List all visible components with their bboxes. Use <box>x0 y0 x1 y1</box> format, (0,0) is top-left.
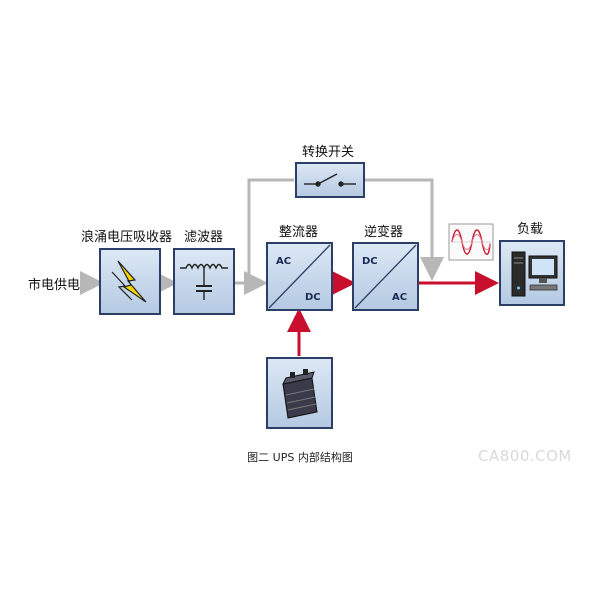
load-label: 负载 <box>517 222 544 237</box>
transfer-switch-label: 转换开关 <box>302 145 355 160</box>
rectifier-block: AC DC <box>266 242 333 311</box>
inductor-capacitor-icon <box>180 263 228 300</box>
surge-absorber-label: 浪涌电压吸收器 <box>81 230 173 245</box>
figure-caption: 图二 UPS 内部结构图 <box>247 451 353 464</box>
surge-absorber-block <box>99 248 161 315</box>
power-path <box>287 271 499 356</box>
line-bypass-right <box>365 178 444 281</box>
load-block <box>499 240 565 306</box>
rectifier-output-label: DC <box>305 292 321 303</box>
gray-lines <box>80 178 444 295</box>
sine-wave-icon <box>448 223 494 261</box>
filter-label: 滤波器 <box>184 230 224 245</box>
mains-input-label: 市电供电 <box>28 278 81 293</box>
rectifier-input-label: AC <box>276 256 291 267</box>
transfer-switch-block <box>295 162 365 198</box>
battery-block <box>266 357 333 429</box>
inverter-input-label: DC <box>362 256 378 267</box>
rectifier-label: 整流器 <box>279 225 319 240</box>
inverter-block: DC AC <box>352 242 419 311</box>
inverter-label: 逆变器 <box>364 225 404 240</box>
switch-icon <box>304 173 356 187</box>
watermark: CA800.COM <box>478 447 572 465</box>
lightning-icon <box>111 260 147 303</box>
battery-icon <box>282 369 318 419</box>
computer-icon <box>511 251 558 297</box>
inverter-output-label: AC <box>392 292 407 303</box>
line-bypass-left <box>247 178 294 283</box>
filter-block <box>173 248 235 315</box>
